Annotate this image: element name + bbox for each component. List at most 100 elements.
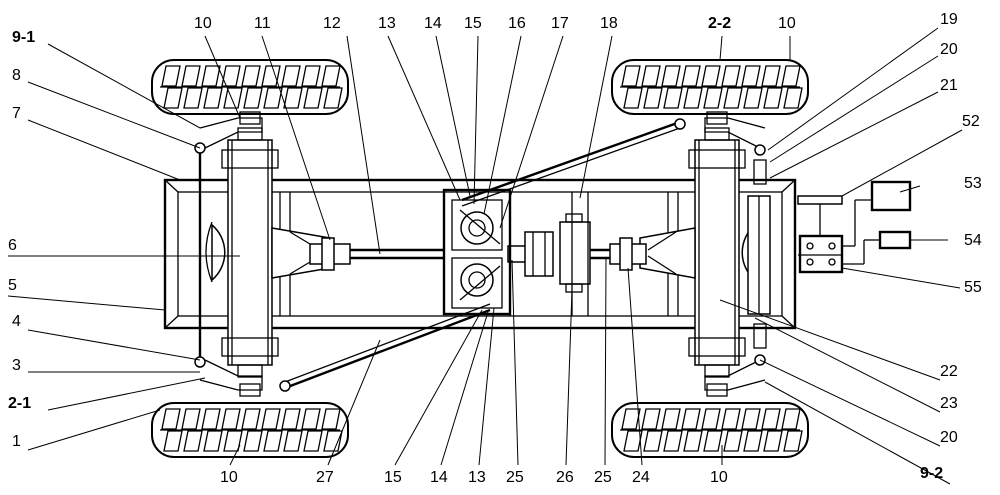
- tread-lug: [741, 65, 761, 87]
- tread-lug: [203, 430, 223, 452]
- label-top-18: 18: [600, 15, 618, 32]
- tread-lug: [643, 430, 663, 452]
- part-labels: 10 11 12 13 14 15 16 17 18 2-2 10 19 20 …: [8, 11, 982, 486]
- tread-lug: [261, 408, 281, 430]
- label-right-9-2: 9-2: [920, 465, 943, 482]
- tread-lug: [743, 87, 763, 109]
- label-top-16: 16: [508, 15, 526, 32]
- tread-lug: [283, 87, 303, 109]
- tread-lug: [643, 87, 663, 109]
- tread-lug: [283, 430, 303, 452]
- tread-lug: [623, 87, 643, 109]
- label-left-5: 5: [8, 277, 17, 294]
- tread-lug: [683, 87, 703, 109]
- tread-lug: [261, 65, 281, 87]
- label-left-6: 6: [8, 237, 17, 254]
- label-bottom-10a: 10: [220, 469, 238, 486]
- tread-lug: [241, 65, 261, 87]
- tread-lug: [281, 408, 301, 430]
- tread-lug: [323, 87, 343, 109]
- label-top-54: 54: [964, 232, 982, 249]
- tread-lug: [181, 65, 201, 87]
- tread-lug: [701, 65, 721, 87]
- tread-lug: [181, 408, 201, 430]
- label-bottom-25a: 25: [506, 469, 524, 486]
- label-top-53: 53: [964, 175, 982, 192]
- tread-lug: [781, 65, 801, 87]
- tread-lug: [783, 430, 803, 452]
- tread-lug: [663, 430, 683, 452]
- tread-lug: [763, 430, 783, 452]
- label-bottom-27: 27: [316, 469, 334, 486]
- label-top-21: 21: [940, 77, 958, 94]
- label-right-23: 23: [940, 395, 958, 412]
- label-bottom-13: 13: [468, 469, 486, 486]
- label-top-17: 17: [551, 15, 569, 32]
- label-left-2-1: 2-1: [8, 395, 31, 412]
- tread-lug: [641, 408, 661, 430]
- tread-lug: [301, 408, 321, 430]
- tread-lug: [241, 408, 261, 430]
- controller: [797, 180, 912, 274]
- axle-left: [205, 127, 331, 378]
- label-top-15: 15: [464, 15, 482, 32]
- tread-lug: [223, 430, 243, 452]
- tread-lug: [681, 408, 701, 430]
- label-top-2-2: 2-2: [708, 15, 731, 32]
- tread-lug: [763, 87, 783, 109]
- label-top-10a: 10: [194, 15, 212, 32]
- label-top-52: 52: [962, 113, 980, 130]
- tread-lug: [723, 87, 743, 109]
- tie-rods: [279, 118, 686, 392]
- tread-lug: [203, 87, 223, 109]
- label-right-20: 20: [940, 429, 958, 446]
- tread-lug: [661, 65, 681, 87]
- tread-lug: [703, 430, 723, 452]
- tread-lug: [221, 408, 241, 430]
- tread-lug: [641, 65, 661, 87]
- label-right-22: 22: [940, 363, 958, 380]
- tread-lug: [263, 87, 283, 109]
- label-top-20: 20: [940, 41, 958, 58]
- label-top-12: 12: [323, 15, 341, 32]
- tread-lug: [723, 430, 743, 452]
- tread-lug: [781, 408, 801, 430]
- label-top-19: 19: [940, 11, 958, 28]
- label-left-7: 7: [12, 105, 21, 122]
- tread-lug: [321, 65, 341, 87]
- label-left-9-1: 9-1: [12, 29, 35, 46]
- label-bottom-14: 14: [430, 469, 448, 486]
- label-left-3: 3: [12, 357, 21, 374]
- label-top-10b: 10: [778, 15, 796, 32]
- drive-shafts: [309, 213, 647, 293]
- tread-lug: [243, 87, 263, 109]
- tread-lug: [683, 430, 703, 452]
- tread-lug: [783, 87, 803, 109]
- tread-lug: [303, 87, 323, 109]
- tread-lug: [743, 430, 763, 452]
- tread-lug: [701, 408, 721, 430]
- label-top-11: 11: [254, 15, 271, 32]
- label-bottom-26: 26: [556, 469, 574, 486]
- tread-lug: [303, 430, 323, 452]
- tread-lug: [703, 87, 723, 109]
- tread-lug: [623, 430, 643, 452]
- tread-lug: [741, 408, 761, 430]
- tread-lug: [621, 65, 641, 87]
- tread-lug: [721, 408, 741, 430]
- label-bottom-10b: 10: [710, 469, 728, 486]
- tread-lug: [201, 65, 221, 87]
- tread-lug: [183, 430, 203, 452]
- tread-lug: [663, 87, 683, 109]
- label-left-8: 8: [12, 67, 21, 84]
- label-left-4: 4: [12, 313, 21, 330]
- tread-lug: [761, 408, 781, 430]
- label-bottom-24: 24: [632, 469, 650, 486]
- label-bottom-25b: 25: [594, 469, 612, 486]
- tread-lug: [223, 87, 243, 109]
- tread-lug: [761, 65, 781, 87]
- tread-lug: [263, 430, 283, 452]
- label-left-1: 1: [12, 433, 21, 450]
- tread-lug: [661, 408, 681, 430]
- label-top-14: 14: [424, 15, 442, 32]
